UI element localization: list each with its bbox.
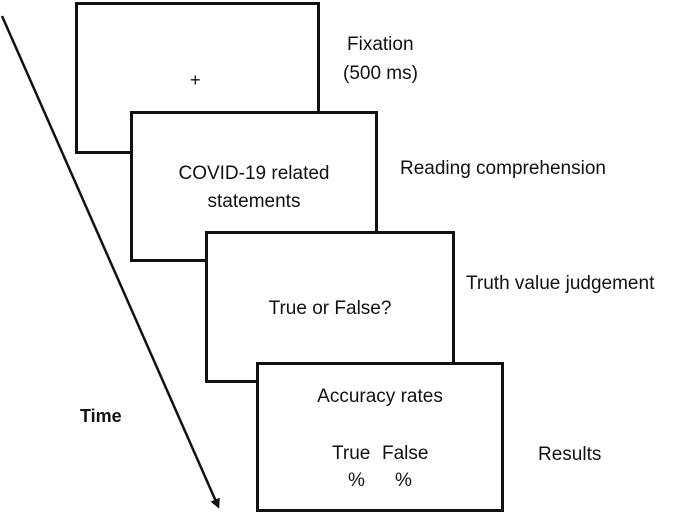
result-false-percent: % (395, 470, 412, 491)
result-false-label: False (382, 443, 429, 464)
results-screen: Accuracy rates True False % % (256, 362, 504, 512)
result-true-percent: % (348, 470, 365, 491)
judgement-screen: True or False? (205, 231, 455, 383)
judgement-question: True or False? (268, 298, 392, 319)
results-label: Results (538, 444, 602, 465)
accuracy-rates-title: Accuracy rates (317, 386, 443, 407)
statement-text-line1: COVID-19 related (178, 163, 330, 184)
fixation-cross: + (190, 70, 201, 90)
fixation-label-line1: Fixation (347, 34, 414, 55)
reading-label: Reading comprehension (400, 158, 606, 179)
result-true-label: True (332, 443, 371, 464)
time-label: Time (80, 406, 122, 426)
statement-text-line2: statements (207, 191, 301, 212)
judgement-label: Truth value judgement (466, 273, 655, 294)
fixation-label-line2: (500 ms) (343, 63, 418, 84)
